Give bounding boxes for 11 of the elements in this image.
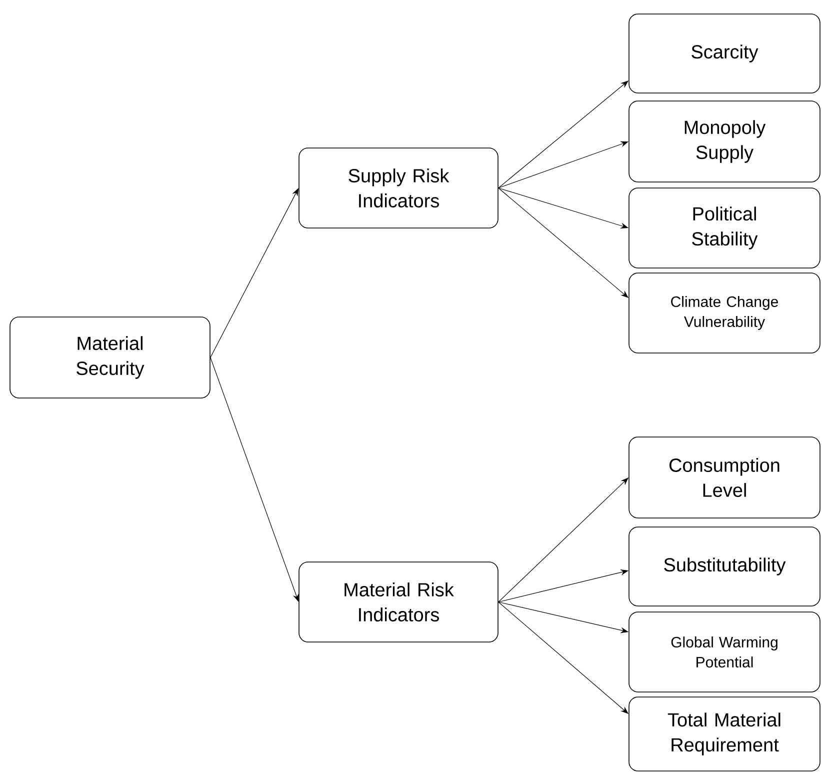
category-box: Material Risk Indicators [298,562,498,642]
indicator-box: Substitutability [628,526,820,606]
category-box: Supply Risk Indicators [298,148,498,228]
indicator-box: Political Stability [628,188,820,268]
indicator-box: Consumption Level [628,436,820,518]
indicator-box: Climate Change Vulnerability [628,272,820,354]
indicator-box: Total Material Requirement [628,696,820,772]
indicator-box: Monopoly Supply [628,100,820,182]
root-box: Material Security [10,316,210,398]
indicator-box: Global Warming Potential [628,612,820,692]
indicator-box: Scarcity [628,14,820,94]
